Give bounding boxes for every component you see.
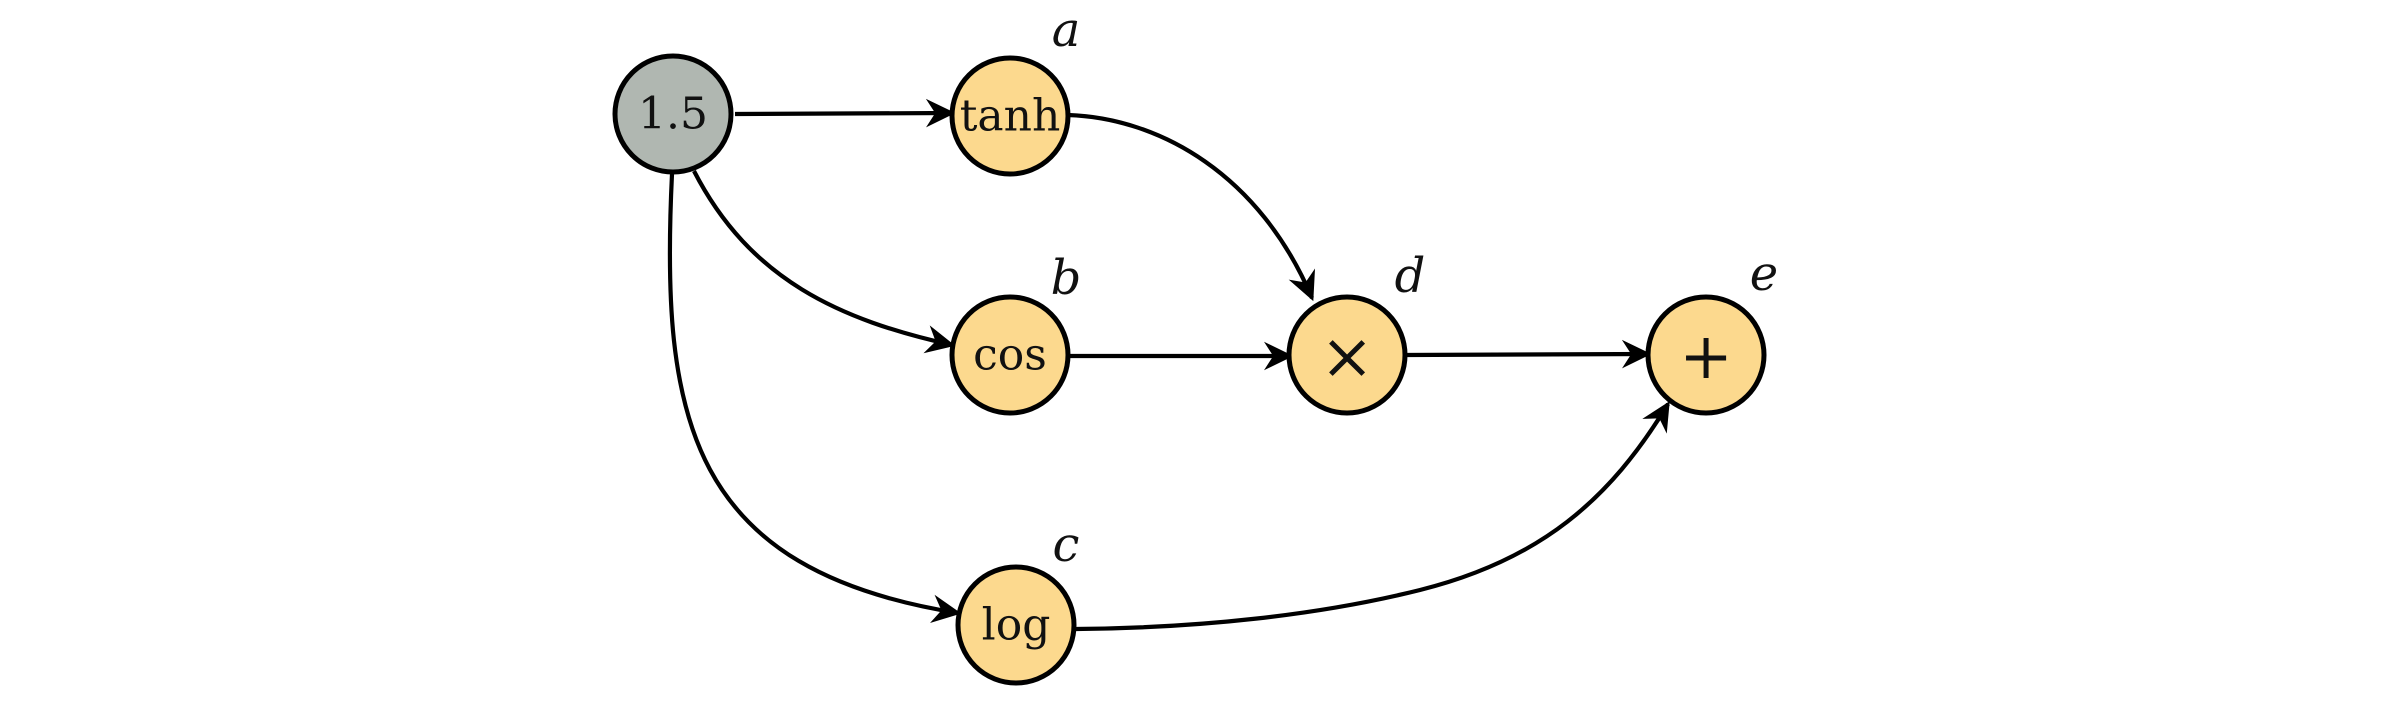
node-e-add: + e	[1645, 246, 1778, 416]
add-symbol: +	[1679, 320, 1733, 394]
var-label-d: d	[1395, 248, 1426, 304]
node-d-multiply: × d	[1286, 248, 1426, 416]
node-c-log: log c	[955, 517, 1080, 686]
edge-input-to-tanh	[734, 98, 956, 128]
edge-tanh-to-multiply	[1067, 112, 1315, 302]
edge-input-to-log	[667, 173, 962, 623]
node-b-cos: cos b	[949, 250, 1082, 416]
node-c-label: log	[982, 600, 1051, 651]
input-node: 1.5	[612, 53, 734, 175]
var-label-a: a	[1052, 2, 1081, 58]
var-label-e: e	[1750, 246, 1778, 302]
node-c-circle	[955, 564, 1077, 686]
input-node-circle	[612, 53, 734, 175]
node-e-circle	[1645, 294, 1767, 416]
node-a-circle	[949, 55, 1071, 177]
node-a-tanh: tanh a	[949, 2, 1081, 177]
var-label-c: c	[1053, 517, 1080, 573]
var-label-b: b	[1051, 250, 1082, 306]
node-d-circle	[1286, 294, 1408, 416]
input-node-label: 1.5	[638, 89, 708, 140]
edge-log-to-add	[1075, 401, 1670, 632]
edge-input-to-cos	[692, 170, 956, 354]
node-b-label: cos	[973, 330, 1047, 381]
node-b-circle	[949, 294, 1071, 416]
edge-multiply-to-add	[1404, 339, 1652, 369]
multiply-symbol: ×	[1320, 320, 1374, 394]
node-a-label: tanh	[960, 91, 1061, 142]
